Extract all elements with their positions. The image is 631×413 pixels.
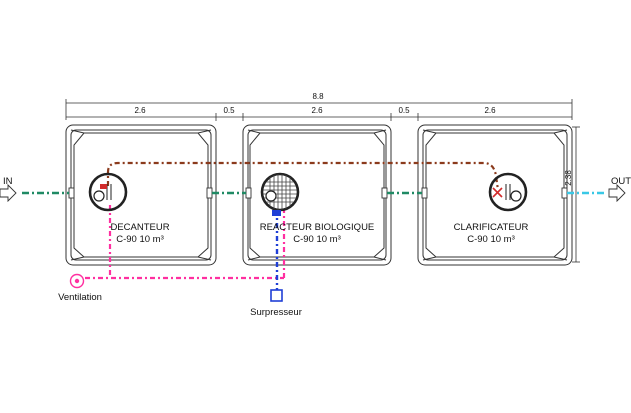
inlet-label: IN bbox=[3, 176, 13, 187]
clarificateur-manhole bbox=[488, 172, 528, 212]
tank-2-name: REACTEUR BIOLOGIQUE bbox=[260, 222, 375, 233]
dim-total: 8.8 bbox=[312, 92, 324, 101]
decanteur-manhole bbox=[88, 172, 128, 212]
outlet-arrow-icon bbox=[608, 183, 626, 203]
inlet-arrow-icon bbox=[0, 183, 17, 203]
ventilation-pipe bbox=[85, 205, 286, 280]
clarifier-pump-icon bbox=[492, 187, 503, 198]
dimension-lines bbox=[65, 99, 580, 263]
tank-1-model: C-90 10 m³ bbox=[116, 234, 164, 245]
pump-icon bbox=[100, 184, 107, 189]
dim-tank-width-2: 2.6 bbox=[311, 106, 323, 115]
ventilation-icon bbox=[69, 273, 85, 289]
reacteur-diffuser bbox=[260, 172, 300, 212]
pipe-penetrations bbox=[68, 187, 568, 199]
ventilation-label: Ventilation bbox=[58, 292, 102, 303]
tank-3-name: CLARIFICATEUR bbox=[454, 222, 529, 233]
dim-gap-1: 0.5 bbox=[223, 106, 235, 115]
dim-gap-2: 0.5 bbox=[398, 106, 410, 115]
recirculation-pipe bbox=[106, 161, 500, 191]
air-inlet-marker bbox=[272, 210, 281, 216]
dim-height: 2.38 bbox=[564, 170, 573, 186]
outlet-label: OUT bbox=[611, 176, 631, 187]
tank-3-model: C-90 10 m³ bbox=[467, 234, 515, 245]
tank-2-model: C-90 10 m³ bbox=[293, 234, 341, 245]
dim-tank-width-1: 2.6 bbox=[134, 106, 146, 115]
surpresseur-label: Surpresseur bbox=[250, 307, 302, 318]
surpresseur-icon bbox=[270, 289, 283, 302]
tank-1-name: DECANTEUR bbox=[110, 222, 169, 233]
dim-tank-width-3: 2.6 bbox=[484, 106, 496, 115]
